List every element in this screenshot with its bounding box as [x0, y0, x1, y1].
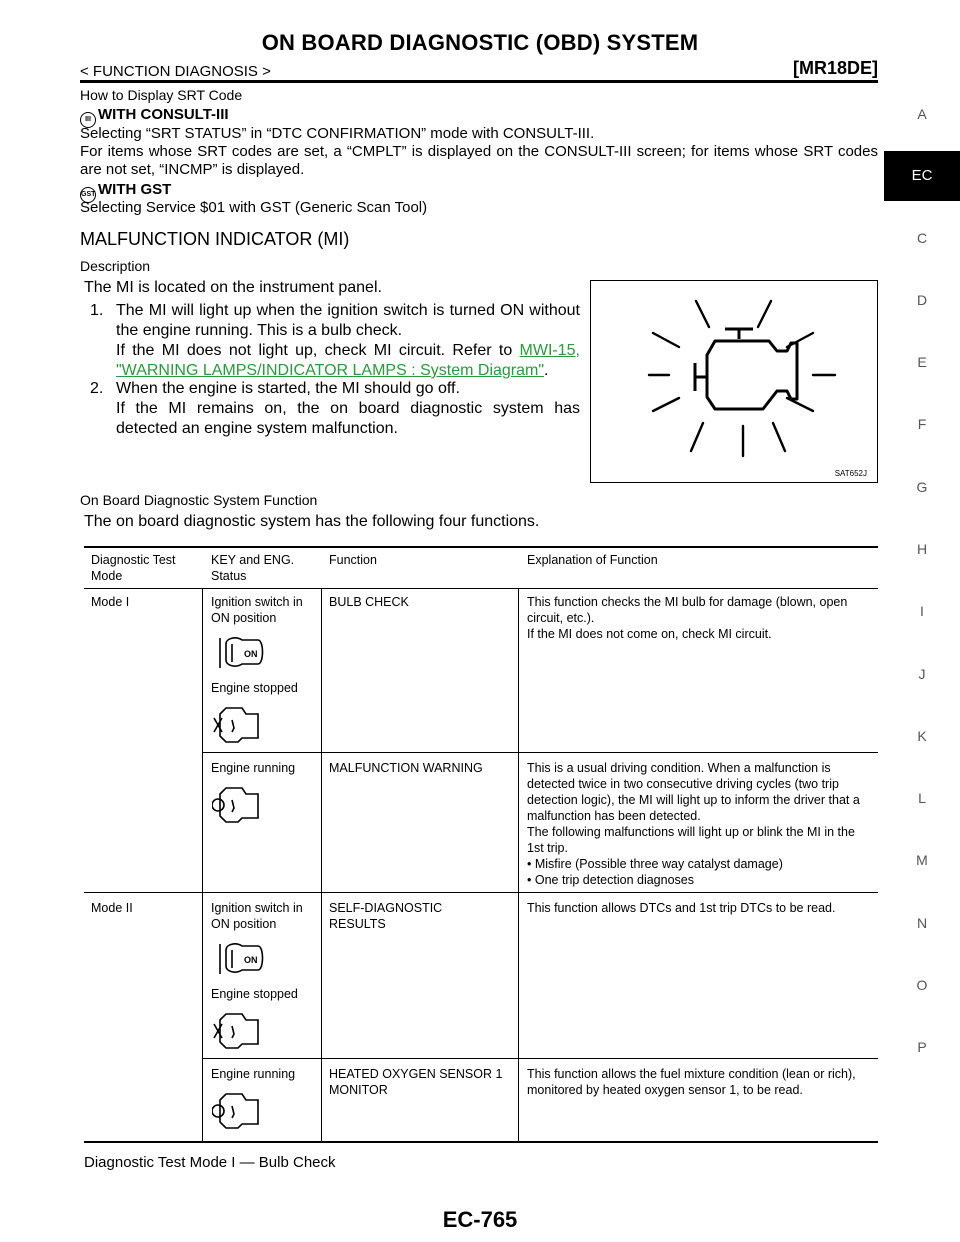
side-index-n[interactable]: N — [916, 915, 928, 931]
side-index-d[interactable]: D — [916, 292, 928, 308]
item2-number: 2. — [90, 380, 104, 397]
side-index-f[interactable]: F — [917, 416, 927, 432]
table-header-status: KEY and ENG. Status — [211, 553, 295, 583]
r2-expl-2: The following malfunctions will light up… — [527, 825, 855, 855]
consult-label: WITH CONSULT-III — [98, 106, 229, 123]
table-top-rule — [84, 546, 878, 548]
table-header-explanation: Explanation of Function — [527, 553, 658, 567]
r2-explanation: This is a usual driving condition. When … — [527, 760, 871, 888]
side-index-i[interactable]: I — [920, 603, 924, 619]
table-header-mode: Diagnostic Test Mode — [91, 553, 176, 583]
engine-running-icon-2 — [212, 1093, 259, 1129]
table-header-function: Function — [329, 553, 377, 567]
ignition-key-icon-2: ON — [219, 943, 264, 974]
engine-lamp-icon — [647, 299, 837, 458]
table-bottom-rule — [84, 1141, 878, 1143]
table-col-divider-2 — [321, 588, 322, 1142]
r1-explanation: This function checks the MI bulb for dam… — [527, 594, 871, 642]
item1-end: . — [544, 362, 549, 379]
side-index-ec[interactable]: EC — [884, 151, 960, 201]
side-index-p[interactable]: P — [917, 1039, 927, 1055]
item1-number: 1. — [90, 302, 104, 319]
r4-explanation: This function allows the fuel mixture co… — [527, 1067, 856, 1097]
bulb-check-heading: Diagnostic Test Mode I — Bulb Check — [84, 1154, 336, 1171]
mi-intro: The MI is located on the instrument pane… — [84, 279, 382, 296]
item2-text: When the engine is started, the MI shoul… — [116, 379, 580, 439]
r1-engine-status: Engine stopped — [211, 681, 298, 695]
r4-function: HEATED OXYGEN SENSOR 1 MONITOR — [329, 1067, 503, 1097]
side-index-g[interactable]: G — [916, 479, 928, 495]
gst-line: Selecting Service $01 with GST (Generic … — [80, 199, 428, 216]
mi-heading: MALFUNCTION INDICATOR (MI) — [80, 229, 350, 249]
obd-intro: The on board diagnostic system has the f… — [84, 513, 540, 530]
ignition-key-icon: ON — [219, 637, 264, 668]
mode-2-label: Mode II — [91, 901, 133, 915]
gst-tool-icon: GST — [80, 187, 96, 203]
side-index-e[interactable]: E — [917, 354, 927, 370]
r1-function: BULB CHECK — [329, 595, 409, 609]
header-rule — [80, 80, 878, 83]
description-heading: Description — [80, 258, 151, 274]
consult-line2: For items whose SRT codes are set, a “CM… — [80, 143, 878, 178]
obd-heading: On Board Diagnostic System Function — [80, 492, 318, 508]
r1-ign-status: Ignition switch in ON position — [211, 595, 303, 625]
item1-line2: If the MI does not light up, check MI ci… — [116, 342, 513, 359]
side-index-l[interactable]: L — [918, 790, 926, 806]
engine-stopped-icon-2 — [213, 1013, 259, 1049]
item1-text: The MI will light up when the ignition s… — [116, 301, 580, 381]
side-index-h[interactable]: H — [916, 541, 928, 557]
item2-line1: When the engine is started, the MI shoul… — [116, 380, 460, 397]
engine-stopped-icon — [213, 707, 259, 743]
r1-expl-1: This function checks the MI bulb for dam… — [527, 595, 848, 625]
table-mode-divider — [84, 892, 878, 893]
r2-bullet-2: • One trip detection diagnoses — [527, 873, 694, 887]
table-row-divider-1 — [202, 752, 878, 753]
r2-expl-1: This is a usual driving condition. When … — [527, 761, 860, 823]
model-label: [MR18DE] — [792, 58, 878, 78]
side-index-k[interactable]: K — [917, 728, 927, 744]
table-col-divider-1 — [202, 588, 203, 1142]
table-row-divider-2 — [202, 1058, 878, 1059]
key-on-label: ON — [244, 649, 258, 659]
item1-line1: The MI will light up when the ignition s… — [116, 302, 580, 339]
mwi-15-link[interactable]: MWI-15, "WARNING LAMPS/INDICATOR LAMPS :… — [116, 342, 580, 379]
side-index-j[interactable]: J — [918, 666, 926, 682]
r2-bullet-1: • Misfire (Possible three way catalyst d… — [527, 857, 783, 871]
key-on-label-2: ON — [244, 955, 258, 965]
srt-heading: How to Display SRT Code — [80, 87, 243, 103]
r3-ign-status: Ignition switch in ON position — [211, 901, 303, 931]
r3-explanation: This function allows DTCs and 1st trip D… — [527, 901, 836, 915]
r3-function: SELF-DIAGNOSTIC RESULTS — [329, 901, 443, 931]
page-number: EC-765 — [442, 1207, 518, 1232]
engine-running-icon — [212, 787, 259, 823]
mi-lamp-figure: SAT652J — [590, 280, 878, 483]
r4-engine-status: Engine running — [211, 1067, 296, 1081]
side-index-a[interactable]: A — [917, 106, 927, 122]
r1-expl-2: If the MI does not come on, check MI cir… — [527, 627, 772, 641]
section-label: < FUNCTION DIAGNOSIS > — [80, 63, 271, 80]
r2-engine-status: Engine running — [211, 761, 296, 775]
consult-tool-icon: III — [80, 112, 96, 128]
r2-function: MALFUNCTION WARNING — [329, 761, 483, 775]
mode-1-label: Mode I — [91, 595, 130, 609]
consult-line1: Selecting “SRT STATUS” in “DTC CONFIRMAT… — [80, 125, 595, 142]
side-index-m[interactable]: M — [916, 852, 928, 868]
gst-label: WITH GST — [98, 181, 172, 198]
side-index-c[interactable]: C — [916, 230, 928, 246]
item2-line2: If the MI remains on, the on board diagn… — [116, 400, 580, 437]
page-title: ON BOARD DIAGNOSTIC (OBD) SYSTEM — [261, 30, 699, 55]
table-col-divider-3 — [518, 588, 519, 1142]
table-header-rule — [84, 588, 878, 589]
side-index-o[interactable]: O — [916, 977, 928, 993]
r3-engine-status: Engine stopped — [211, 987, 298, 1001]
figure-code: SAT652J — [834, 469, 867, 478]
